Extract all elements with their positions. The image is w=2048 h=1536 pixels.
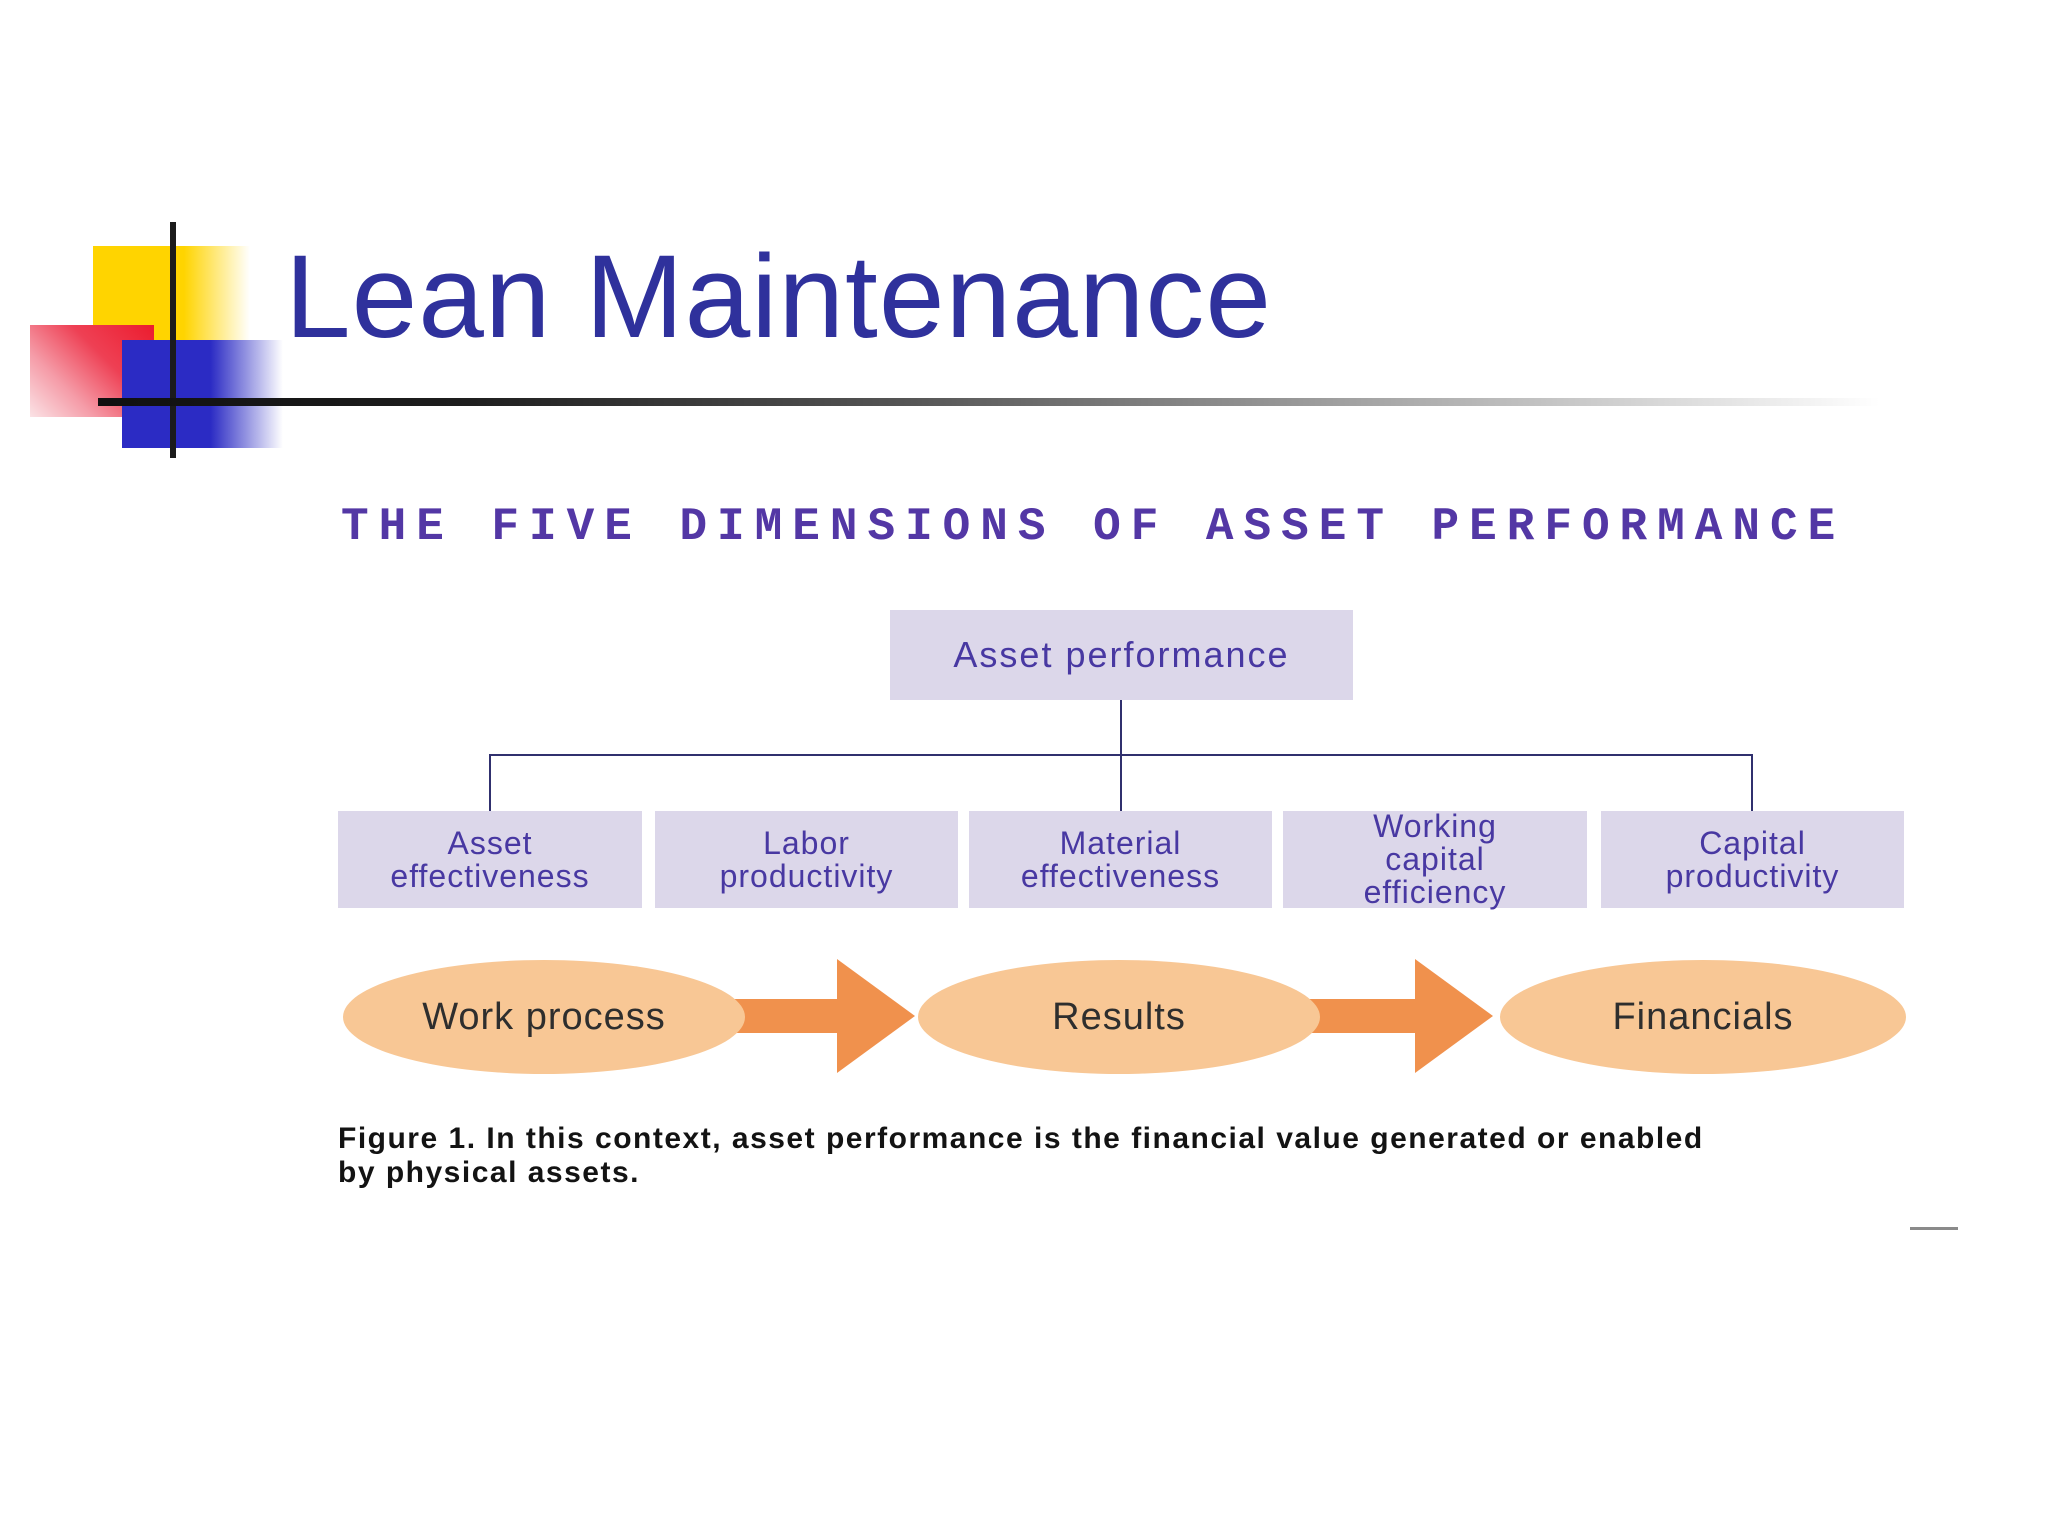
flow-ellipse-financials: Financials (1500, 960, 1906, 1074)
decoration-blue-square (122, 340, 283, 448)
figure-caption-line2: by physical assets. (338, 1156, 640, 1189)
dimension-box-working-capital-efficiency: Working capital efficiency (1283, 810, 1587, 909)
root-box-asset-performance: Asset performance (890, 610, 1353, 700)
decoration-vertical-line (170, 222, 176, 458)
flow-ellipse-work-process: Work process (343, 960, 745, 1074)
figure-caption-line1: Figure 1. In this context, asset perform… (338, 1122, 1704, 1155)
flow-arrow-head-icon (837, 959, 915, 1073)
dimension-box-material-effectiveness: Material effectiveness (969, 811, 1272, 908)
dimension-box-labor-productivity: Labor productivity (655, 811, 958, 908)
decoration-horizontal-rule (98, 398, 1898, 406)
bottom-right-dash (1910, 1227, 1958, 1230)
flow-ellipse-results: Results (918, 960, 1320, 1074)
flow-arrow-head-icon (1415, 959, 1493, 1073)
connector-horizontal (489, 754, 1753, 756)
dimension-box-asset-effectiveness: Asset effectiveness (338, 811, 642, 908)
slide-title: Lean Maintenance (285, 231, 1272, 363)
connector-vertical-right (1751, 754, 1753, 811)
connector-vertical-left (489, 754, 491, 811)
figure-caption: Figure 1. In this context, asset perform… (338, 1122, 1978, 1190)
dimension-box-capital-productivity: Capital productivity (1601, 811, 1904, 908)
figure-heading: THE FIVE DIMENSIONS OF ASSET PERFORMANCE (341, 501, 1846, 553)
